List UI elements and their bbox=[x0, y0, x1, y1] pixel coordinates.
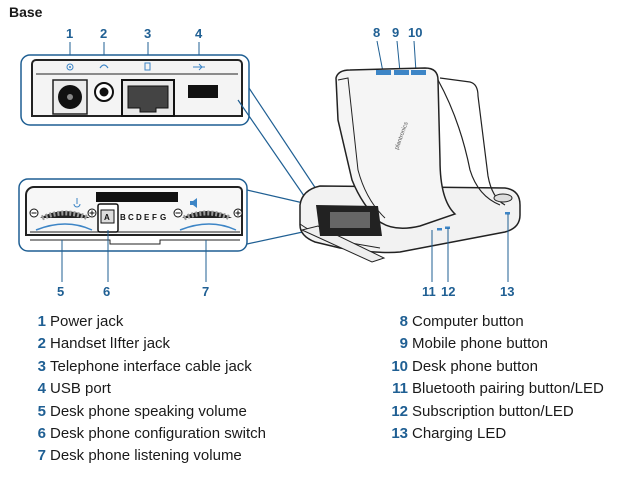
callout-9: 9 bbox=[392, 25, 399, 40]
callout-13: 13 bbox=[500, 284, 514, 299]
switch-letters: A B C D E F G bbox=[104, 213, 166, 222]
switch-letter-f: F bbox=[152, 213, 157, 222]
callout-1: 1 bbox=[66, 26, 73, 41]
callout-5: 5 bbox=[57, 284, 64, 299]
callout-3: 3 bbox=[144, 26, 151, 41]
callout-11: 11 bbox=[422, 284, 436, 299]
switch-letter-d: D bbox=[136, 213, 142, 222]
switch-letter-b: B bbox=[120, 213, 126, 222]
usb-port-icon bbox=[188, 85, 218, 98]
telephone-jack-icon bbox=[121, 79, 175, 117]
speaking-volume-wheel-icon bbox=[29, 198, 97, 231]
switch-letter-g: G bbox=[160, 213, 166, 222]
callout-8: 8 bbox=[373, 25, 380, 40]
callout-2: 2 bbox=[100, 26, 107, 41]
switch-letter-a: A bbox=[104, 213, 110, 222]
bottom-leader-lines bbox=[61, 214, 509, 282]
callout-4: 4 bbox=[195, 26, 203, 41]
config-switch-icon bbox=[96, 192, 178, 233]
diagram-title: Base bbox=[9, 4, 43, 20]
front-control-panel: A B C D E F G bbox=[18, 178, 248, 252]
switch-letter-c: C bbox=[128, 213, 134, 222]
callout-10: 10 bbox=[408, 25, 422, 40]
power-jack-icon bbox=[52, 79, 88, 115]
callout-7: 7 bbox=[202, 284, 209, 299]
callout-12: 12 bbox=[441, 284, 455, 299]
rear-port-panel bbox=[20, 54, 250, 126]
charging-base-illustration: plantronics bbox=[299, 67, 521, 263]
switch-letter-e: E bbox=[144, 213, 150, 222]
callout-6: 6 bbox=[103, 284, 110, 299]
listening-volume-wheel-icon bbox=[173, 198, 243, 231]
base-diagram: 1 2 3 4 8 9 10 bbox=[18, 25, 521, 299]
handset-lifter-jack-icon bbox=[94, 82, 114, 102]
